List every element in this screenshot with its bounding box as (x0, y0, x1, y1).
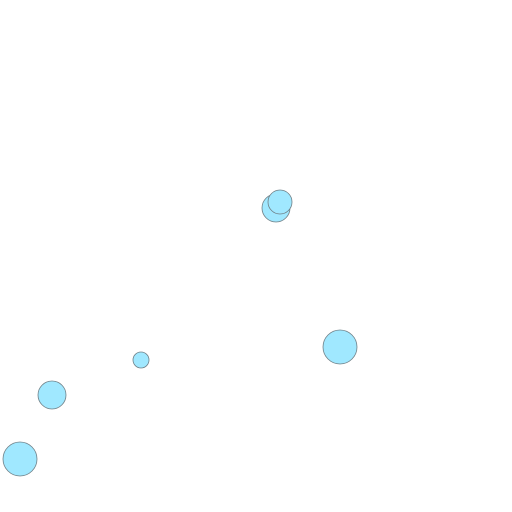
circle-3[interactable] (322, 329, 358, 365)
circle-5[interactable] (37, 380, 67, 410)
circle-6[interactable] (2, 441, 38, 477)
circle-4[interactable] (132, 351, 150, 369)
circle-2[interactable] (267, 189, 293, 215)
